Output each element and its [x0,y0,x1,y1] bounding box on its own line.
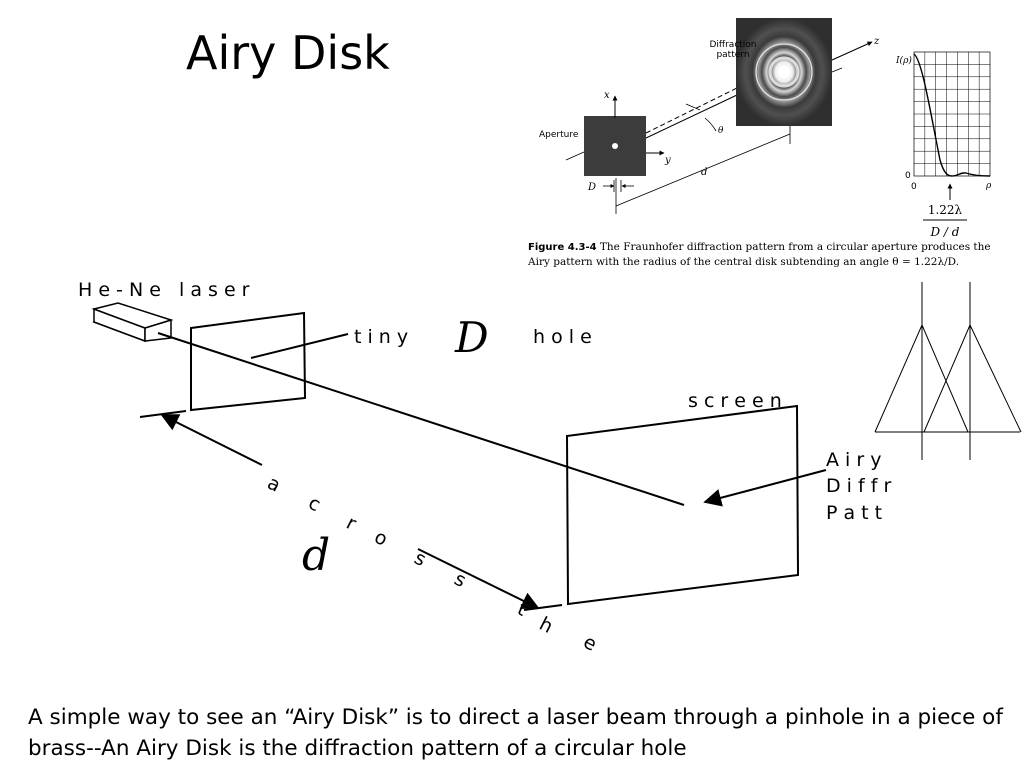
hole-label-tiny: t i n y [354,326,408,348]
incoming-ray [565,151,585,161]
plot-xlabel: ρ [985,181,992,191]
slide-caption: A simple way to see an “Airy Disk” is to… [28,705,1003,761]
sketch-triangle-left [874,323,969,433]
pattern-pointer-arrow [703,469,827,507]
label-diffraction: Diffraction [709,40,756,50]
distance-label-char: a [264,472,284,497]
plot-origin-x: 0 [911,182,917,192]
resolution-sketch [874,282,1022,460]
airy-ring-outer [755,43,813,101]
distance-arrow-left [160,414,263,466]
label-theta: θ [718,126,724,136]
ray-dashed [645,87,738,134]
plot-grid [914,52,990,176]
distance-symbol-d: d [302,530,330,581]
label-x-axis: x [604,90,610,101]
intensity-curve [913,53,991,177]
sketch-triangle-right [923,323,1022,433]
slide-title: Airy Disk [186,26,390,80]
fraction-denominator: D / d [930,225,960,239]
distance-label-char: r [343,512,360,535]
distance-label-char: h [536,613,557,638]
fraction-numerator: 1.22λ [928,203,963,217]
laser-box [91,302,174,329]
intensity-plot: I(ρ) ρ 0 0 1.22λ D / d [895,51,992,239]
pattern-label-line-1: A i r y [826,449,881,471]
aperture-hole [612,143,618,149]
airy-ring-inner [768,56,800,88]
screen-plane [565,404,800,606]
distance-label-char: s [411,547,430,571]
d-dimension-line [615,133,791,207]
label-d-small: d [701,167,707,178]
figure-caption-text: The Fraunhofer diffraction pattern from … [528,241,991,268]
label-aperture: Aperture [539,130,579,140]
label-pattern: pattern [716,50,749,60]
hole-pointer-line [250,333,349,359]
label-D-small: D [587,182,596,193]
ray-upper [645,94,738,139]
distance-arrow-right [417,548,540,609]
figure-caption: Figure 4.3-4 The Fraunhofer diffraction … [528,240,1008,269]
plot-ylabel: I(ρ) [895,55,912,66]
theta-arc [704,117,717,132]
airy-central-disk [778,66,790,78]
distance-label-char: o [371,526,391,551]
label-y-axis: y [664,155,671,166]
pattern-label-line-2: D i f f r [826,475,891,497]
setup-diagram: H e - N e l a s e r t i n y D h o l e s … [78,279,1022,656]
textbook-figure: Diffraction pattern Aperture x y z θ d D… [539,18,992,239]
hole-symbol-D: D [454,313,489,362]
distance-tick-left [139,410,187,418]
figure-caption-label: Figure 4.3-4 [528,242,597,253]
laser-label: H e - N e l a s e r [78,279,250,301]
pattern-label-line-3: P a t t [826,502,882,524]
distance-label-char: c [305,492,324,516]
distance-label-char: e [580,631,600,656]
hole-label-hole: h o l e [533,326,592,348]
distance-tick-right [523,604,563,611]
z-axis-inner [831,67,843,73]
pinhole-plate [190,311,307,412]
label-z-axis: z [873,36,880,47]
screen-label: s c r e e n [688,390,782,412]
z-axis-arrow [831,41,873,61]
theta-tick [685,103,701,111]
laser-beam [157,332,685,506]
plot-origin-y: 0 [905,171,911,181]
distance-label-char: s [451,568,470,592]
